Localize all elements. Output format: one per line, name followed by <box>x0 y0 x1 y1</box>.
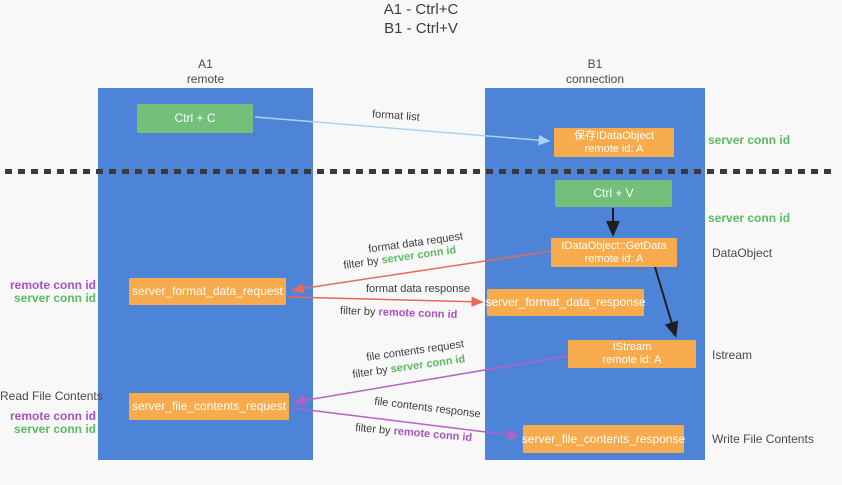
filter-by-remote-conn-id-label-1: filter by remote conn id <box>340 305 458 321</box>
column-header-b1: B1 connection <box>485 57 705 87</box>
save-idataobject-line2: remote id: A <box>584 142 644 155</box>
server-conn-id-label-mid: server conn id <box>708 211 791 225</box>
filter-by-id-4: remote conn id <box>393 425 473 445</box>
ctrl-v-box: Ctrl + V <box>555 180 672 207</box>
remote-conn-id-label-2: remote conn id <box>9 409 96 423</box>
idataobject-getdata-line1: IDataObject::GetData <box>561 239 667 252</box>
write-file-contents-label: Write File Contents <box>712 432 814 446</box>
server-conn-id-label-1: server conn id <box>13 291 96 305</box>
remote-conn-id-label-1: remote conn id <box>9 278 96 292</box>
ctrl-c-box: Ctrl + C <box>137 104 253 133</box>
ctrl-c-label: Ctrl + C <box>174 111 216 125</box>
server-file-contents-request-label: server_file_contents_request <box>131 399 287 413</box>
read-file-contents-label: Read File Contents <box>0 389 103 403</box>
dataobject-label: DataObject <box>712 246 773 260</box>
ctrl-v-label: Ctrl + V <box>593 186 634 200</box>
istream-line1: IStream <box>612 341 652 353</box>
server-conn-id-label-2: server conn id <box>13 422 96 436</box>
server-file-contents-response-label: server_file_contents_response <box>521 431 686 446</box>
left-conn-id-stack-2: remote conn id server conn id <box>0 410 96 436</box>
istream-line2: remote id: A <box>602 354 662 366</box>
dotted-separator-line <box>5 169 837 174</box>
server-format-data-request-label: server_format_data_request <box>132 284 283 298</box>
column-b1-name: B1 <box>587 57 603 71</box>
column-header-a1: A1 remote <box>98 57 313 87</box>
server-file-contents-response-box: server_file_contents_response <box>521 425 686 453</box>
server-file-contents-request-box: server_file_contents_request <box>129 393 289 420</box>
title-line-1: A1 - Ctrl+C <box>383 1 459 18</box>
title-line-2: B1 - Ctrl+V <box>384 20 458 37</box>
filter-by-remote-conn-id-label-2: filter by remote conn id <box>355 422 473 444</box>
save-idataobject-box: 保存IDataObject remote id: A <box>554 128 674 157</box>
server-format-data-response-label: server_format_data_response <box>485 295 646 309</box>
file-contents-response-label: file contents response <box>373 395 482 421</box>
column-a1-subtitle: remote <box>186 72 225 86</box>
idataobject-getdata-line2: remote id: A <box>584 252 644 265</box>
save-idataobject-line1: 保存IDataObject <box>573 129 655 142</box>
filter-by-prefix-2: filter by <box>339 304 379 319</box>
filter-by-prefix-4: filter by <box>354 421 395 438</box>
filter-by-prefix-3: filter by <box>351 363 392 381</box>
istream-box: IStream remote id: A <box>568 340 696 368</box>
filter-by-prefix-1: filter by <box>342 254 383 272</box>
server-format-data-response-box: server_format_data_response <box>485 289 646 316</box>
server-format-data-request-box: server_format_data_request <box>129 278 286 305</box>
idataobject-getdata-box: IDataObject::GetData remote id: A <box>551 238 677 267</box>
format-data-response-arrow <box>287 296 484 307</box>
left-conn-id-stack-1: remote conn id server conn id <box>0 279 96 305</box>
istream-side-label: Istream <box>712 348 753 362</box>
server-conn-id-label-top: server conn id <box>708 133 791 147</box>
filter-by-id-2: remote conn id <box>378 306 458 322</box>
format-data-response-label: format data response <box>366 283 470 295</box>
column-b1-subtitle: connection <box>565 72 625 86</box>
format-list-label: format list <box>371 108 421 124</box>
column-a1-name: A1 <box>198 57 213 71</box>
read-file-contents-wrap: Read File Contents <box>0 389 103 403</box>
diagram-title: A1 - Ctrl+C B1 - Ctrl+V <box>0 0 842 38</box>
